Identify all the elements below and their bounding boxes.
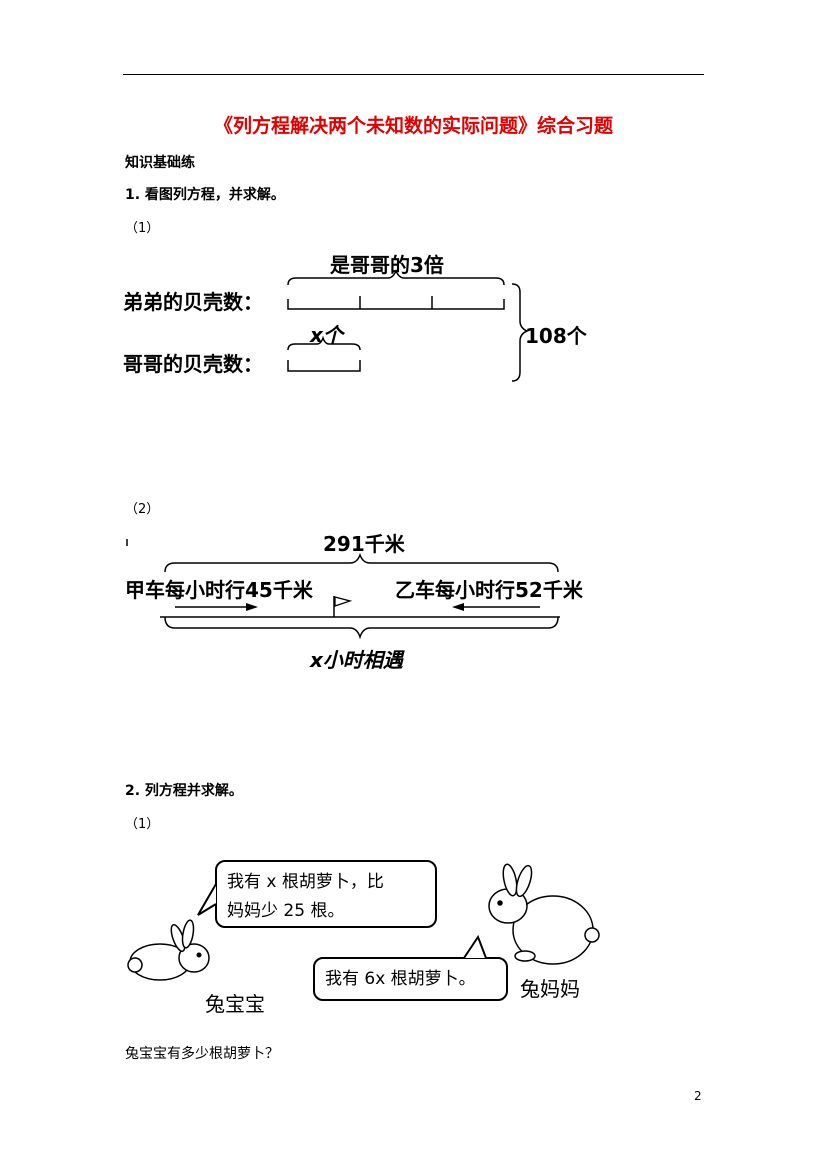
question-1-heading: 1. 看图列方程，并求解。 <box>125 187 285 203</box>
baby-rabbit-label: 兔宝宝 <box>205 992 265 1016</box>
mom-rabbit-label: 兔妈妈 <box>520 977 580 1001</box>
baby-speech-bubble: 我有 x 根胡萝卜，比 妈妈少 25 根。 <box>215 860 437 928</box>
cars-diagram <box>126 539 560 640</box>
question-1-part-2-label: （2） <box>125 502 160 517</box>
question-2-heading: 2. 列方程并求解。 <box>125 783 243 799</box>
mom-bubble-tail <box>463 934 487 959</box>
header-rule <box>123 74 704 75</box>
times-three-label: 是哥哥的3倍 <box>330 253 444 277</box>
question-1-part-1-label: （1） <box>125 221 160 236</box>
baby-rabbit-icon <box>127 919 210 981</box>
segment-bar-long <box>287 299 505 310</box>
distance-brace <box>164 552 559 573</box>
question-2-prompt: 兔宝宝有多少根胡萝卜？ <box>125 1046 279 1062</box>
time-brace <box>164 616 559 640</box>
total-label: 108个 <box>525 324 587 348</box>
mom-speech-text: 我有 6x 根胡萝卜。 <box>325 969 476 989</box>
shells-diagram <box>287 269 529 382</box>
question-2-part-1-label: （1） <box>125 817 160 832</box>
elder-brother-shells-label: 哥哥的贝壳数： <box>123 352 263 376</box>
brother-shells-label: 弟弟的贝壳数： <box>123 290 263 314</box>
car-b-speed-label: 乙车每小时行52千米 <box>395 578 583 602</box>
mom-rabbit-icon <box>488 863 600 965</box>
small-brace <box>287 335 361 351</box>
section-heading: 知识基础练 <box>125 155 195 171</box>
rabbit-illustration <box>127 863 600 981</box>
page-number: 2 <box>694 1089 702 1103</box>
segment-bar-short <box>287 360 361 372</box>
baby-speech-line-2: 妈妈少 25 根。 <box>227 901 345 921</box>
car-a-speed-label: 甲车每小时行45千米 <box>125 578 313 602</box>
car-a-arrow-head <box>246 603 258 611</box>
flag-icon <box>334 596 353 607</box>
right-brace <box>511 283 529 382</box>
distance-label: 291千米 <box>323 532 405 556</box>
mom-speech-bubble: 我有 6x 根胡萝卜。 <box>313 957 508 1001</box>
car-b-arrow-head <box>452 603 464 611</box>
meet-time-label: x小时相遇 <box>310 648 403 672</box>
baby-bubble-tail <box>197 883 217 916</box>
top-brace <box>287 269 505 286</box>
page-title: 《列方程解决两个未知数的实际问题》综合习题 <box>213 115 613 137</box>
baby-speech-line-1: 我有 x 根胡萝卜，比 <box>227 872 384 892</box>
